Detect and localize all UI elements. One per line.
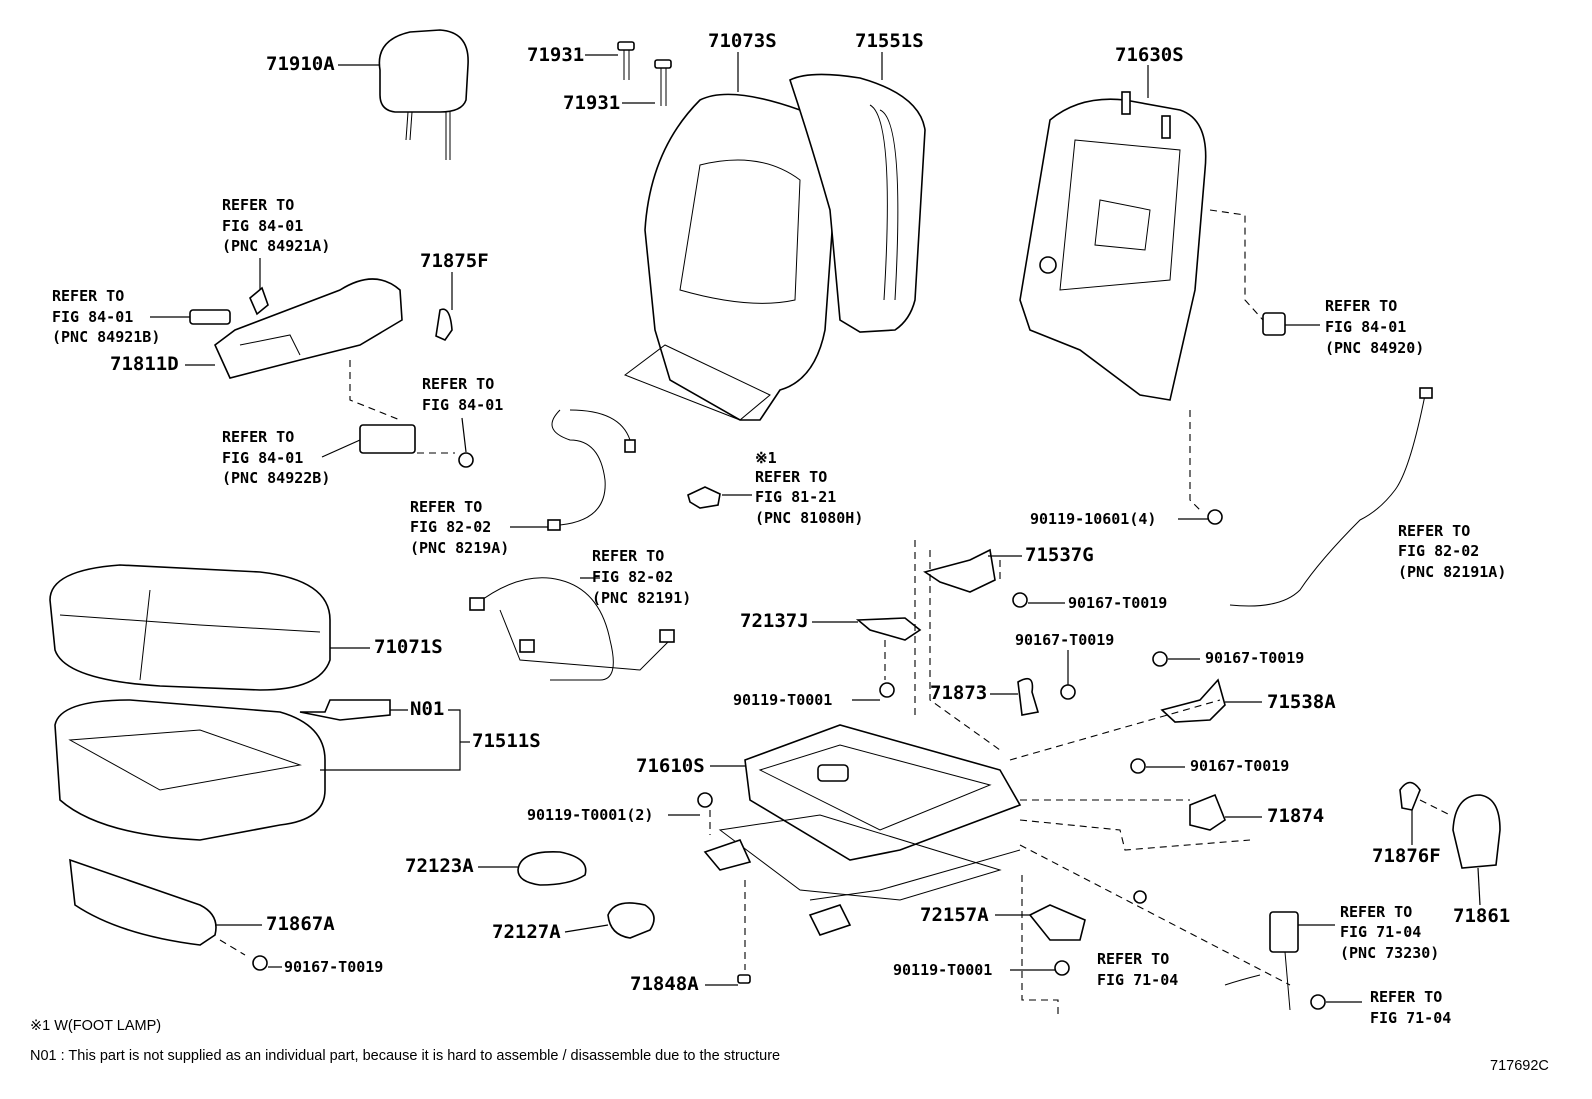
bracket-71537g-drawing [923, 548, 996, 593]
refer-84-01-screw: REFER TO FIG 84-01 [422, 375, 503, 414]
side-shield-drawing [214, 278, 403, 379]
headrest-drawing [378, 29, 469, 160]
seatback-cover-drawing [623, 93, 837, 421]
refer-71-04-washer: REFER TO FIG 71-04 [1097, 950, 1178, 989]
figure-id: 717692C [1490, 1058, 1549, 1074]
label-71538a: 71538A [1267, 691, 1336, 713]
connector-drawing [1419, 387, 1433, 399]
bolt-8-drawing [1130, 758, 1146, 774]
bolt-drawing [252, 955, 268, 971]
bolt-6-drawing [1060, 684, 1076, 700]
leader-lines [150, 52, 1481, 1003]
refer-84921b: REFER TO FIG 84-01 (PNC 84921B) [52, 287, 160, 346]
wire-82191a-drawing [1229, 394, 1426, 607]
cover-72127a-drawing [607, 902, 655, 939]
label-71630s: 71630S [1115, 44, 1184, 66]
knob-drawing [249, 286, 269, 316]
label-71551s: 71551S [855, 30, 924, 52]
bracket-71873-drawing [1017, 677, 1040, 716]
label-90167-t0019-71538a: 90167-T0019 [1205, 649, 1304, 667]
refer-82191a: REFER TO FIG 82-02 (PNC 82191A) [1398, 522, 1506, 581]
cover-71875f-drawing [435, 308, 453, 341]
headrest-guides-drawing [617, 41, 672, 106]
seatback-frame-drawing [1019, 91, 1207, 401]
label-71931-upper: 71931 [527, 44, 584, 66]
cover-71876f-drawing [1399, 781, 1421, 811]
footnote-n01: N01 : This part is not supplied as an in… [30, 1048, 780, 1064]
refer-81080h: ※1 REFER TO FIG 81-21 (PNC 81080H) [755, 449, 863, 527]
label-72123a: 72123A [405, 855, 474, 877]
refer-71-04-bolt: REFER TO FIG 71-04 [1370, 988, 1451, 1027]
refer-84921a: REFER TO FIG 84-01 (PNC 84921A) [222, 196, 330, 255]
label-71511s: 71511S [472, 730, 541, 752]
assembly-lines [219, 209, 1451, 1015]
label-71931-lower: 71931 [563, 92, 620, 114]
seat-adjuster-drawing [703, 724, 1022, 936]
label-71071s: 71071S [374, 636, 443, 658]
refer-84922b: REFER TO FIG 84-01 (PNC 84922B) [222, 428, 330, 487]
switch-drawing [189, 309, 231, 325]
wire-8219a-drawing [547, 409, 636, 531]
label-72127a: 72127A [492, 921, 561, 943]
label-71873: 71873 [930, 682, 987, 704]
bolt-3-drawing [879, 682, 895, 698]
front-trim-drawing [69, 858, 217, 946]
refer-82191: REFER TO FIG 82-02 (PNC 82191) [592, 547, 691, 607]
seatback-pad-drawing [789, 73, 926, 333]
label-90167-t0019-71874: 90167-T0019 [1190, 757, 1289, 775]
label-90119-10601: 90119-10601(4) [1030, 510, 1156, 528]
label-90167-t0019-71537g: 90167-T0019 [1068, 594, 1167, 612]
washer-drawing [1133, 890, 1147, 904]
label-71875f: 71875F [420, 250, 489, 272]
switch-84920-drawing [1262, 312, 1286, 336]
label-71073s: 71073S [708, 30, 777, 52]
refer-73230: REFER TO FIG 71-04 (PNC 73230) [1340, 903, 1439, 962]
label-90167-t0019-71873: 90167-T0019 [1015, 631, 1114, 649]
label-72137j: 72137J [740, 610, 809, 632]
label-72157a: 72157A [920, 904, 989, 926]
bolt-10601-drawing [1207, 509, 1223, 525]
label-71910a: 71910A [266, 53, 335, 75]
label-71867a: 71867A [266, 913, 335, 935]
bracket-71874-drawing [1189, 793, 1226, 831]
refer-84920: REFER TO FIG 84-01 (PNC 84920) [1325, 297, 1424, 357]
cover-72157a-drawing [1028, 904, 1086, 941]
pin-71848a-drawing [737, 974, 751, 984]
bracket-n01-drawing [299, 699, 391, 721]
bolt-7-drawing [1152, 651, 1168, 667]
label-71537g: 71537G [1025, 544, 1094, 566]
bolt-4-drawing [1054, 960, 1070, 976]
harness-82191-drawing [469, 577, 675, 681]
cushion-cover-drawing [49, 564, 331, 691]
label-71874: 71874 [1267, 805, 1324, 827]
screw-drawing [458, 452, 474, 468]
label-71811d: 71811D [110, 353, 179, 375]
switch-84922b-drawing [359, 424, 416, 454]
label-71876f: 71876F [1372, 845, 1441, 867]
cover-72123a-drawing [517, 851, 587, 886]
label-71848a: 71848A [630, 973, 699, 995]
bolt-5-drawing [1012, 592, 1028, 608]
refer-8219a: REFER TO FIG 82-02 (PNC 8219A) [410, 498, 509, 557]
label-71861: 71861 [1453, 905, 1510, 927]
label-90167-t0019-front: 90167-T0019 [284, 958, 383, 976]
label-n01: N01 [410, 698, 444, 720]
belt-buckle-drawing [1224, 911, 1326, 1011]
footnote-foot-lamp: ※1 W(FOOT LAMP) [30, 1018, 161, 1034]
bracket-71538a-drawing [1160, 678, 1226, 723]
label-90119-t0001-lower: 90119-T0001 [893, 961, 992, 979]
label-90119-t0001-2: 90119-T0001(2) [527, 806, 653, 824]
cushion-pad-drawing [54, 699, 326, 841]
cover-71861-drawing [1452, 794, 1501, 869]
foot-lamp-drawing [687, 486, 721, 509]
label-71610s: 71610S [636, 755, 705, 777]
label-90119-t0001-upper: 90119-T0001 [733, 691, 832, 709]
bolt-2-drawing [697, 792, 713, 808]
bracket-72137j-drawing [855, 617, 922, 641]
